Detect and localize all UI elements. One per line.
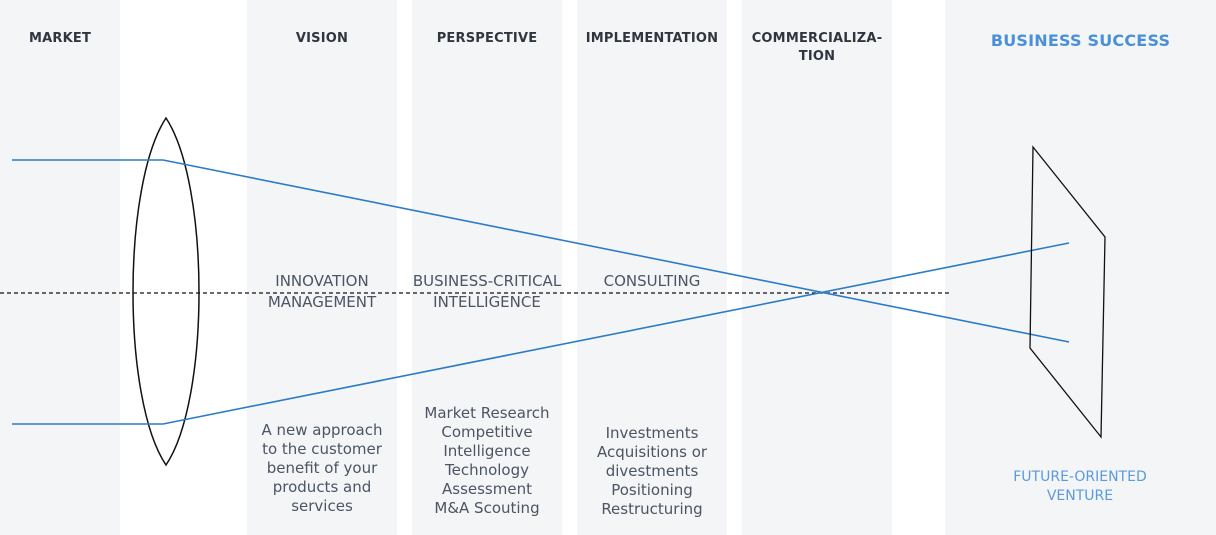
header-perspective: PERSPECTIVE <box>436 31 538 46</box>
column-business-success <box>945 0 1216 535</box>
stage-business-critical-intelligence: BUSINESS-CRITICAL INTELLIGENCE <box>412 272 562 311</box>
column-market <box>0 0 120 535</box>
projection-screen <box>1029 145 1106 439</box>
description-vision: A new approach to the customer benefit o… <box>261 421 383 515</box>
result-future-oriented-venture: FUTURE-ORIENTED VENTURE <box>1013 469 1147 504</box>
stage-innovation-management: INNOVATION MANAGEMENT <box>267 272 377 311</box>
column-perspective <box>412 0 562 535</box>
light-ray-bottom <box>12 242 1070 425</box>
column-vision <box>247 0 397 535</box>
description-implementation: Investments Acquisitions or divestments … <box>596 424 708 518</box>
header-vision: VISION <box>295 31 349 46</box>
lens-shape <box>132 116 200 467</box>
header-market: MARKET <box>28 31 92 46</box>
description-perspective: Market Research Competitive Intelligence… <box>424 404 550 517</box>
light-ray-top <box>12 159 1070 343</box>
header-commercialization: COMMERCIALIZA- TION <box>751 31 883 64</box>
stage-consulting: CONSULTING <box>603 272 701 290</box>
column-commercialization <box>742 0 892 535</box>
header-implementation: IMPLEMENTATION <box>585 31 719 46</box>
header-business-success: BUSINESS SUCCESS <box>990 31 1171 50</box>
